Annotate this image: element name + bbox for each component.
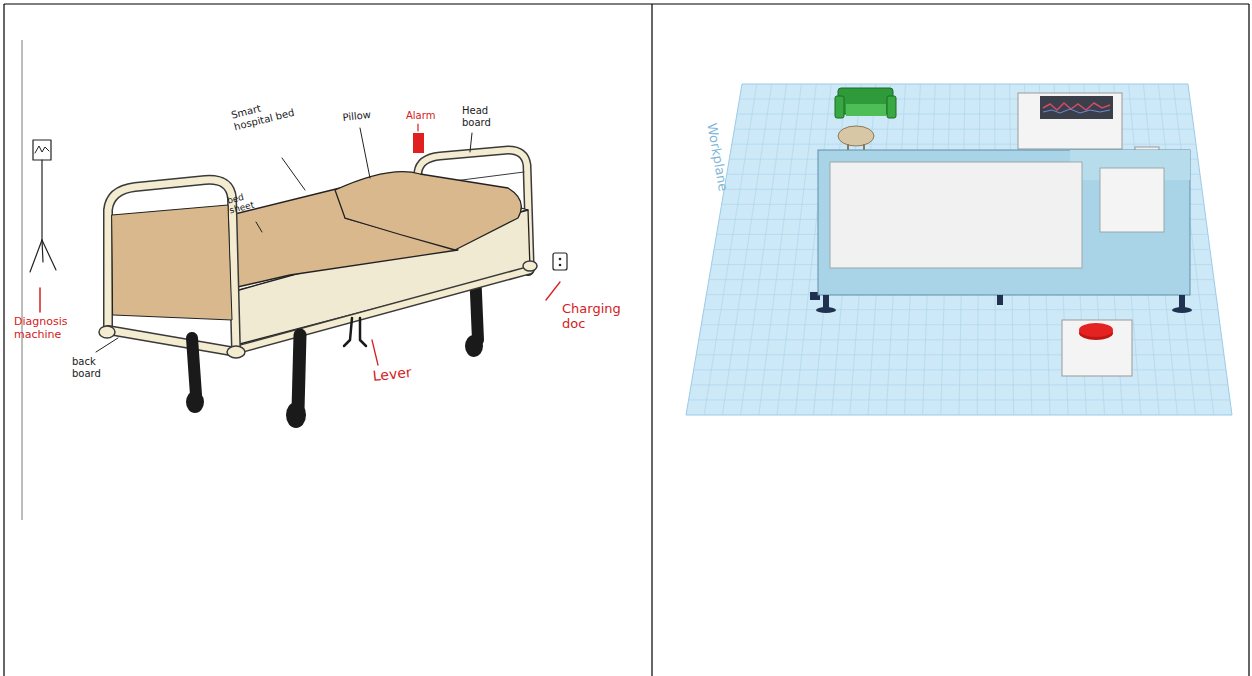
part-label: back board: [72, 356, 112, 379]
part-label: Smart hospital bed: [230, 95, 298, 133]
part-label: Charging doc: [562, 302, 618, 332]
part-label: Lever: [372, 364, 412, 384]
part-label: Head board: [462, 105, 506, 128]
part-label: Pillow: [342, 109, 371, 123]
tinkercad-model: [668, 68, 1248, 418]
part-label: Alarm: [406, 110, 435, 122]
bed-sketch: [30, 124, 567, 428]
table-frame: [4, 4, 1249, 676]
margin-line: [21, 40, 23, 520]
part-label: Diagnosis machine: [14, 316, 80, 341]
